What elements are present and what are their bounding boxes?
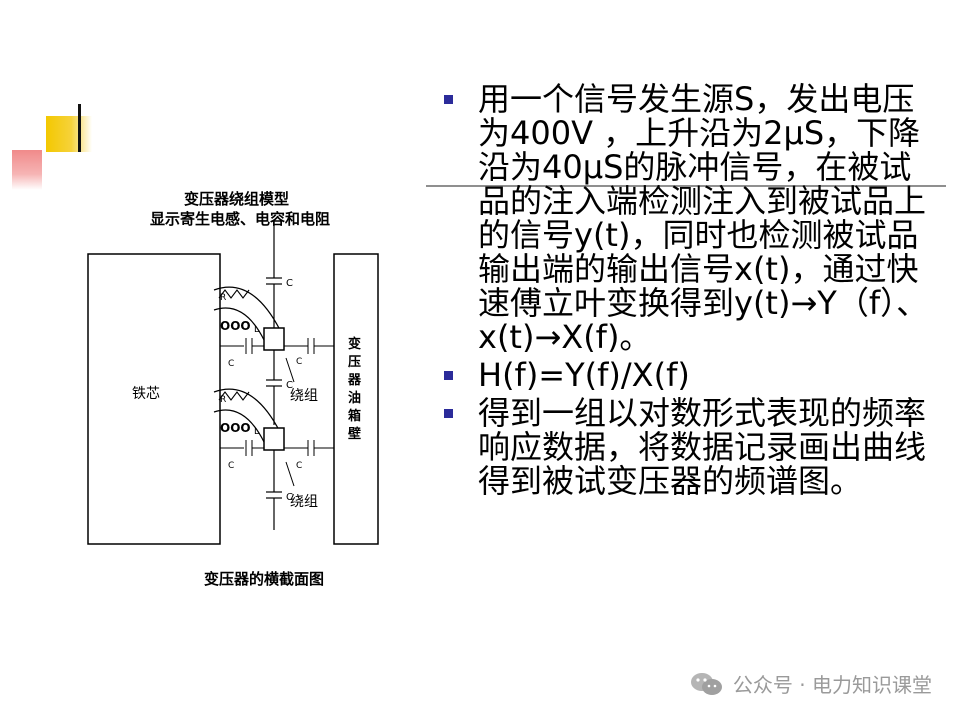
winding-node [263,427,285,451]
tank-char-6: 壁 [348,426,361,442]
wechat-icon [690,672,722,695]
tank-char-1: 变 [348,336,361,352]
decor-red-square [12,150,42,190]
cap-label: C [286,278,293,289]
cap-label: C [286,492,293,503]
tank-char-5: 箱 [348,408,361,424]
bullet-text: 用一个信号发生源S，发出电压为400V ，上升沿为2μS，下降沿为40μS的脉冲… [478,80,929,356]
resistor-symbol [218,391,250,401]
cap-label: C [296,357,302,367]
winding-label-1: 绕组 [290,388,318,404]
bullet-square-icon [444,409,453,418]
diagram-caption: 变压器的横截面图 [204,570,324,588]
core-label: 铁芯 [132,386,160,402]
res-label: R [220,293,226,303]
winding-node [263,327,285,351]
resistor-symbol [218,289,250,299]
winding-label-2: 绕组 [290,494,318,510]
bullet-text: 得到一组以对数形式表现的频率响应数据，将数据记录画出曲线得到被试变压器的频谱图。 [478,394,927,500]
bullet-item: H(f)=Y(f)/X(f) [442,358,942,392]
bullet-item: 用一个信号发生源S，发出电压为400V ，上升沿为2μS，下降沿为40μS的脉冲… [442,82,942,354]
res-label: R [220,395,226,405]
tank-char-4: 油 [348,390,361,406]
tank-wall-block [333,253,379,545]
cap-label: C [286,380,293,391]
winding-section-2: R OOO L C C 绕组 [213,388,334,510]
bullet-item: 得到一组以对数形式表现的频率响应数据，将数据记录画出曲线得到被试变压器的频谱图。 [442,396,942,498]
bullet-list: 用一个信号发生源S，发出电压为400V ，上升沿为2μS，下降沿为40μS的脉冲… [442,82,942,502]
diagram-title-line1: 变压器绕组模型 [184,190,289,208]
cap-label: C [228,461,234,471]
transformer-diagram: 变压器绕组模型 显示寄生电感、电容和电阻 铁芯 变 压 器 油 箱 壁 C C … [87,190,379,588]
decor-vertical-line [78,104,81,152]
bullet-text: H(f)=Y(f)/X(f) [478,356,690,394]
tank-wall-label: 变 压 器 油 箱 壁 [347,336,362,442]
watermark-text: 公众号 · 电力知识课堂 [732,673,932,697]
diagram-title-line2: 显示寄生电感、电容和电阻 [150,210,330,228]
cap-label: C [296,461,302,471]
inductor-symbol: OOO [220,319,251,333]
bullet-square-icon [444,95,453,104]
bullet-square-icon [444,371,453,380]
ind-label: L [254,427,259,437]
tank-char-2: 压 [348,355,361,370]
capacitor-chain [266,220,282,530]
watermark: 公众号 · 电力知识课堂 [689,669,932,698]
cap-label: C [228,359,234,369]
decor-horizontal-line [426,185,946,187]
tank-char-3: 器 [347,373,362,388]
core-block [87,253,221,545]
inductor-symbol: OOO [220,421,251,435]
winding-section-1: R OOO L C C 绕组 [213,286,334,404]
decor-yellow-square [46,116,92,152]
ind-label: L [254,325,259,335]
